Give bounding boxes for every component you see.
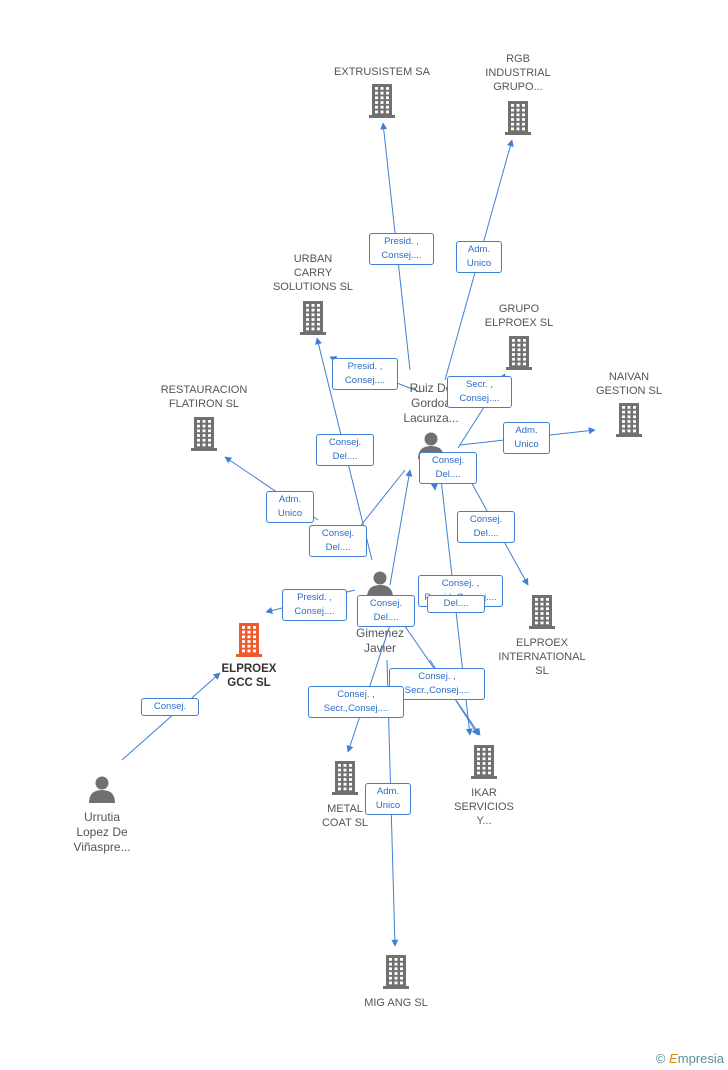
company-icon[interactable]: [191, 417, 217, 451]
relation-label[interactable]: Consej. Del....: [457, 511, 515, 543]
person-icon[interactable]: [367, 571, 393, 599]
company-label[interactable]: METAL COAT SL: [321, 803, 369, 829]
company-label[interactable]: GRUPO ELPROEX SL: [484, 303, 554, 329]
relation-label[interactable]: Consej. Del....: [309, 525, 367, 557]
brand-initial: E: [669, 1051, 678, 1066]
relation-label[interactable]: Presid. , Consej....: [369, 233, 434, 265]
company-label[interactable]: MIG ANG SL: [364, 997, 428, 1009]
company-icon[interactable]: [332, 761, 358, 795]
focus-company-label[interactable]: ELPROEX GCC SL: [221, 663, 277, 689]
relation-label[interactable]: Adm. Unico: [365, 783, 411, 815]
relation-label[interactable]: Consej. Del....: [419, 452, 477, 484]
person-icon[interactable]: [89, 776, 115, 804]
company-icon[interactable]: [529, 595, 555, 629]
relation-label[interactable]: Consej.: [141, 698, 199, 716]
relation-edge: [346, 609, 396, 753]
relation-edge: [389, 469, 413, 586]
relation-label[interactable]: Adm. Unico: [503, 422, 550, 454]
relation-label[interactable]: Del....: [427, 595, 485, 613]
relation-label[interactable]: Secr. , Consej....: [447, 376, 512, 408]
relation-label[interactable]: Adm. Unico: [266, 491, 314, 523]
company-icon[interactable]: [300, 301, 326, 335]
footer-brand: © Empresia: [656, 1051, 724, 1066]
company-icon[interactable]: [505, 101, 531, 135]
company-label[interactable]: RESTAURACION FLATIRON SL: [160, 384, 248, 410]
relation-label[interactable]: Consej. , Secr.,Consej....: [389, 668, 485, 700]
company-label[interactable]: EXTRUSISTEM SA: [334, 66, 430, 78]
company-icon[interactable]: [506, 336, 532, 370]
focus-company-icon[interactable]: [236, 623, 262, 657]
company-icon[interactable]: [471, 745, 497, 779]
copyright-symbol: ©: [655, 1051, 666, 1066]
brand-name: mpresia: [677, 1051, 724, 1066]
company-icon[interactable]: [369, 84, 395, 118]
company-icon[interactable]: [383, 955, 409, 989]
relation-label[interactable]: Adm. Unico: [456, 241, 502, 273]
company-label[interactable]: NAIVAN GESTION SL: [595, 371, 663, 397]
relation-label[interactable]: Consej. Del....: [357, 595, 415, 627]
relation-label[interactable]: Consej. , Secr.,Consej....: [308, 686, 404, 718]
person-label[interactable]: Gimenez Javier: [355, 626, 405, 655]
relation-label[interactable]: Presid. , Consej....: [332, 358, 398, 390]
company-label[interactable]: ELPROEX INTERNATIONAL SL: [498, 637, 586, 677]
relation-label[interactable]: Consej. Del....: [316, 434, 374, 466]
company-label[interactable]: URBAN CARRY SOLUTIONS SL: [272, 253, 354, 293]
company-label[interactable]: RGB INDUSTRIAL GRUPO...: [485, 53, 551, 93]
relation-edge: [121, 672, 221, 761]
company-icon[interactable]: [616, 403, 642, 437]
person-label[interactable]: Urrutia Lopez De Viñaspre...: [73, 810, 131, 854]
company-label[interactable]: IKAR SERVICIOS Y...: [454, 787, 514, 827]
relation-label[interactable]: Presid. , Consej....: [282, 589, 347, 621]
